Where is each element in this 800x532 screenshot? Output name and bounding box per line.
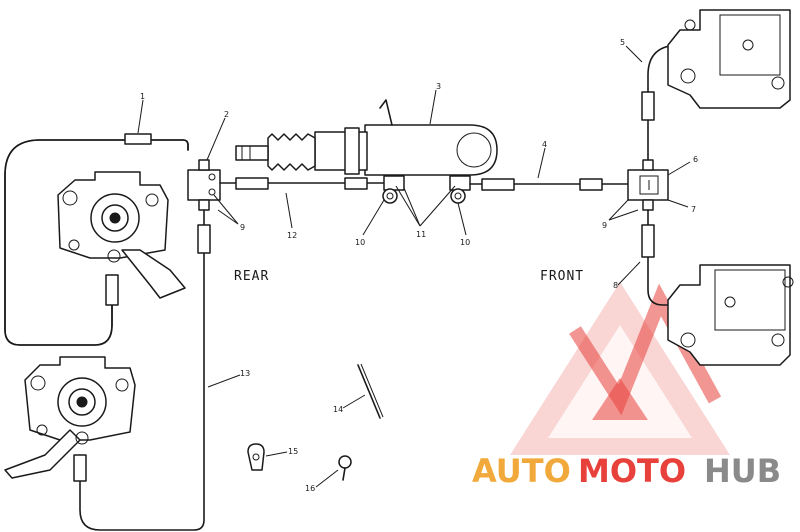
- automotohub-logo: AUTO MOTO HUB: [472, 282, 781, 490]
- brake-line-5-fitting: [641, 91, 655, 121]
- master-cylinder-boot: [267, 133, 316, 171]
- logo-text-auto: AUTO: [472, 452, 571, 490]
- clip-part-16: [338, 455, 352, 481]
- leader-lines: [137, 45, 691, 488]
- brake-line-12-fitting-right: [344, 177, 368, 190]
- callout-9-rear: 9: [240, 223, 245, 232]
- callout-5: 5: [620, 38, 625, 47]
- rear-caliper-upper: [57, 171, 186, 299]
- brake-line-12: [219, 177, 386, 190]
- master-cylinder-reservoir: [364, 124, 498, 176]
- callout-4: 4: [542, 140, 547, 149]
- clamp-bolt-left: [382, 175, 405, 204]
- rear-caliper-upper-lever: [121, 249, 186, 299]
- callout-7: 7: [691, 205, 696, 214]
- callout-15: 15: [288, 447, 298, 456]
- cable-tie: [357, 363, 384, 419]
- clamp-bolt-right: [449, 175, 471, 204]
- rear-caliper-lower: [4, 356, 136, 479]
- brake-line-13: [73, 209, 211, 531]
- callout-numbers: 1 2 3 4 5 6 7 8 9 9 10 10 11 12 13 14 15…: [140, 38, 698, 493]
- brake-line-1: [4, 133, 189, 346]
- brake-line-13-fitting: [197, 224, 211, 254]
- callout-10-left: 10: [355, 238, 365, 247]
- callout-6: 6: [693, 155, 698, 164]
- label-front: FRONT: [540, 269, 584, 284]
- rear-junction-block: [187, 159, 221, 211]
- callout-10-right: 10: [460, 238, 470, 247]
- brake-line-1-fitting: [124, 133, 152, 145]
- logo-text-moto: MOTO: [578, 452, 686, 490]
- brake-line-4-fitting-right: [579, 178, 603, 191]
- callout-14: 14: [333, 405, 343, 414]
- label-rear: REAR: [234, 269, 269, 284]
- rear-caliper-lower-lever: [4, 429, 81, 479]
- brake-line-4-fitting-left: [481, 178, 515, 191]
- callout-16: 16: [305, 484, 315, 493]
- callout-12: 12: [287, 231, 297, 240]
- callout-9-front: 9: [602, 221, 607, 230]
- front-caliper-lower: [667, 264, 794, 366]
- master-cylinder-cap: [379, 99, 393, 126]
- callout-11: 11: [416, 230, 426, 239]
- callout-1: 1: [140, 92, 145, 101]
- callout-2: 2: [224, 110, 229, 119]
- clip-part-15: [247, 443, 265, 471]
- bleeder-screw-top: [198, 159, 210, 171]
- logo-text-hub: HUB: [704, 452, 781, 490]
- bleeder-screw-bottom: [198, 199, 210, 211]
- brake-line-4: [469, 178, 629, 191]
- front-junction-block: [627, 159, 669, 211]
- brake-line-8-fitting: [641, 224, 655, 258]
- callout-13: 13: [240, 369, 250, 378]
- brake-line-12-fitting-left: [235, 177, 269, 190]
- brake-line-13-end-fitting: [73, 454, 87, 482]
- callout-8: 8: [613, 281, 618, 290]
- brake-line-1-end-fitting: [105, 274, 119, 306]
- callout-3: 3: [436, 82, 441, 91]
- front-caliper-upper: [667, 9, 791, 109]
- master-cylinder: [235, 99, 498, 176]
- master-cylinder-pushrod: [235, 145, 269, 161]
